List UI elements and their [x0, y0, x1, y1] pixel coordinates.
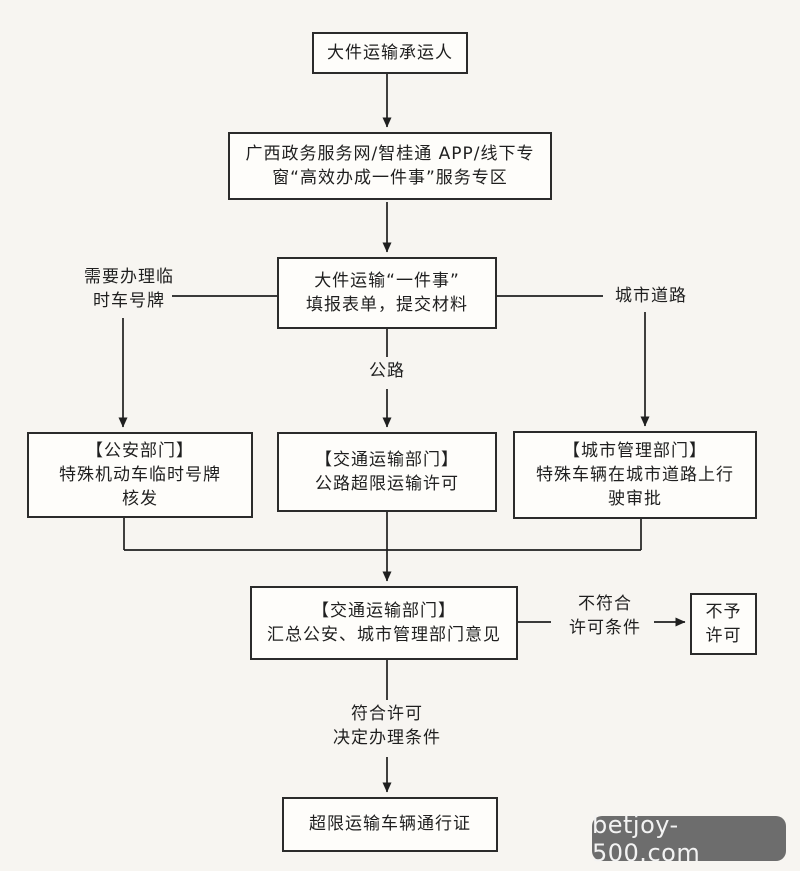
node-carrier: 大件运输承运人	[312, 32, 468, 74]
edge-label-temp-plate-line: 时车号牌	[93, 290, 165, 311]
edge-label-urban-road-line: 城市道路	[615, 286, 687, 306]
node-transport-dept-line: 【交通运输部门】	[315, 449, 459, 470]
watermark-badge: betjoy-500.com	[592, 811, 786, 867]
node-deny-permit-line: 许可	[705, 626, 742, 646]
node-opinion-summary: 【交通运输部门】 汇总公安、城市管理部门意见	[250, 586, 518, 660]
edge-label-temp-plate-line: 需要办理临	[84, 267, 174, 287]
node-form-submit-line: 大件运输“一件事”	[314, 270, 460, 291]
edge-label-not-qualified-line: 许可条件	[569, 617, 641, 638]
node-transit-permit: 超限运输车辆通行证	[282, 797, 498, 852]
node-transport-dept-line: 公路超限运输许可	[315, 474, 459, 494]
node-opinion-summary-line: 【交通运输部门】	[312, 600, 456, 621]
node-urban-mgmt-dept: 【城市管理部门】 特殊车辆在城市道路上行 驶审批	[513, 431, 757, 519]
node-transport-dept: 【交通运输部门】 公路超限运输许可	[277, 432, 497, 512]
node-service-portal-line: 窗“高效办成一件事”服务专区	[272, 168, 508, 188]
edge-label-temp-plate: 需要办理临 时车号牌	[68, 266, 190, 314]
node-transit-permit-line: 超限运输车辆通行证	[309, 814, 471, 835]
node-form-submit: 大件运输“一件事” 填报表单，提交材料	[277, 257, 497, 329]
node-urban-mgmt-dept-line: 驶审批	[608, 489, 662, 510]
watermark-text: betjoy-500.com	[592, 810, 701, 867]
edge-label-qualified-line: 符合许可	[351, 704, 423, 724]
node-form-submit-line: 填报表单，提交材料	[306, 295, 468, 315]
edge-label-highway-line: 公路	[369, 361, 405, 381]
node-deny-permit: 不予 许可	[690, 593, 757, 655]
node-police-dept-line: 【公安部门】	[86, 440, 194, 461]
node-carrier-line: 大件运输承运人	[327, 42, 453, 63]
node-service-portal-line: 广西政务服务网/智桂通 APP/线下专	[245, 143, 535, 164]
edge-label-urban-road: 城市道路	[601, 285, 701, 309]
edge-label-highway: 公路	[357, 360, 417, 384]
node-police-dept-line: 核发	[122, 489, 158, 510]
node-urban-mgmt-dept-line: 特殊车辆在城市道路上行	[536, 464, 734, 485]
edge-label-qualified-line: 决定办理条件	[333, 727, 441, 748]
node-service-portal: 广西政务服务网/智桂通 APP/线下专 窗“高效办成一件事”服务专区	[228, 132, 552, 200]
edge-label-not-qualified: 不符合 许可条件	[553, 593, 657, 641]
node-opinion-summary-line: 汇总公安、城市管理部门意见	[267, 625, 501, 645]
edge-label-not-qualified-line: 不符合	[578, 594, 632, 614]
node-urban-mgmt-dept-line: 【城市管理部门】	[563, 440, 707, 461]
node-police-dept-line: 特殊机动车临时号牌	[59, 464, 221, 485]
edge-label-qualified: 符合许可 决定办理条件	[305, 703, 469, 751]
node-deny-permit-line: 不予	[705, 601, 742, 622]
node-police-dept: 【公安部门】 特殊机动车临时号牌 核发	[27, 432, 253, 518]
